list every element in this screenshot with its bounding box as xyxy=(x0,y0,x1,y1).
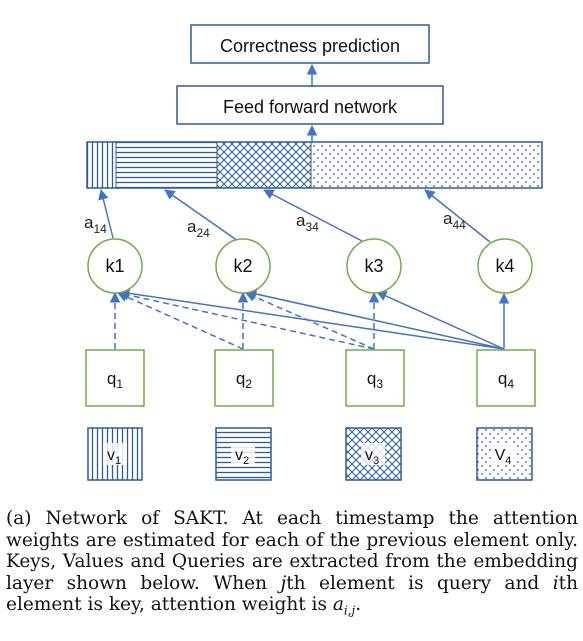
query-key-connections xyxy=(109,288,510,350)
key-node-k1: k1 xyxy=(87,238,143,294)
segment-v3 xyxy=(217,142,311,188)
key-nodes: k1 k2 k3 k4 xyxy=(87,238,533,294)
weight-arrow-k3 xyxy=(263,189,363,242)
segment-v4 xyxy=(311,142,542,188)
segment-v2 xyxy=(116,142,217,188)
query-node-q3: q3 xyxy=(345,349,405,407)
value-node-v1: v1 xyxy=(87,427,143,481)
key-node-k2: k2 xyxy=(215,238,271,294)
q3-to-k2 xyxy=(245,291,375,350)
query-node-q4: q4 xyxy=(476,349,536,407)
query-node-q2: q2 xyxy=(214,349,274,407)
value-label-v1: v1 xyxy=(107,447,121,467)
figure-caption: (a) Network of SAKT. At each timestamp t… xyxy=(6,508,579,618)
query-label-q1: q1 xyxy=(107,369,123,391)
weight-label-a14: a14 xyxy=(84,213,107,236)
key-label-k2: k2 xyxy=(233,256,252,276)
weight-label-a24: a24 xyxy=(187,217,210,240)
value-label-v2: v2 xyxy=(235,447,249,467)
value-node-v4: V4 xyxy=(476,427,533,481)
key-node-k4: k4 xyxy=(477,238,533,294)
correctness-prediction-label: Correctness prediction xyxy=(220,36,400,56)
key-node-k3: k3 xyxy=(346,238,402,294)
q3-to-k1 xyxy=(117,289,375,350)
value-node-v2: v2 xyxy=(215,427,272,481)
value-nodes: v1 v2 v3 V4 xyxy=(87,427,533,481)
q4-to-k1 xyxy=(118,288,505,350)
weight-arrow-k4 xyxy=(424,189,491,243)
correctness-prediction-box: Correctness prediction xyxy=(190,24,430,64)
key-label-k3: k3 xyxy=(364,256,383,276)
weight-arrow-k1 xyxy=(98,188,114,239)
q4-to-k2 xyxy=(245,288,505,350)
value-label-v4: V4 xyxy=(495,447,512,467)
caption-label: (a) Network of SAKT. xyxy=(6,508,229,529)
attention-output-layer xyxy=(86,141,543,189)
weight-arrow-k2 xyxy=(164,189,239,242)
query-label-q2: q2 xyxy=(236,369,252,391)
query-label-q4: q4 xyxy=(498,369,514,391)
query-nodes: q1 q2 q3 q4 xyxy=(85,349,536,407)
weight-label-a44: a44 xyxy=(443,209,466,232)
q4-to-k3 xyxy=(376,291,505,350)
feed-forward-network-box: Feed forward network xyxy=(176,85,444,125)
feed-forward-network-label: Feed forward network xyxy=(223,97,398,117)
key-label-k1: k1 xyxy=(105,256,124,276)
attention-weight-arrows xyxy=(98,188,491,243)
q2-to-k1 xyxy=(117,292,244,350)
query-label-q3: q3 xyxy=(367,369,383,391)
weight-label-a34: a34 xyxy=(296,211,319,234)
attention-weight-labels: a14 a24 a34 a44 xyxy=(84,209,466,240)
caption-weight-symbol: ai,j xyxy=(332,594,356,618)
value-node-v3: v3 xyxy=(345,427,402,481)
value-label-v3: v3 xyxy=(365,447,379,467)
key-label-k4: k4 xyxy=(495,256,514,276)
query-node-q1: q1 xyxy=(85,349,145,407)
segment-v1 xyxy=(87,142,116,188)
